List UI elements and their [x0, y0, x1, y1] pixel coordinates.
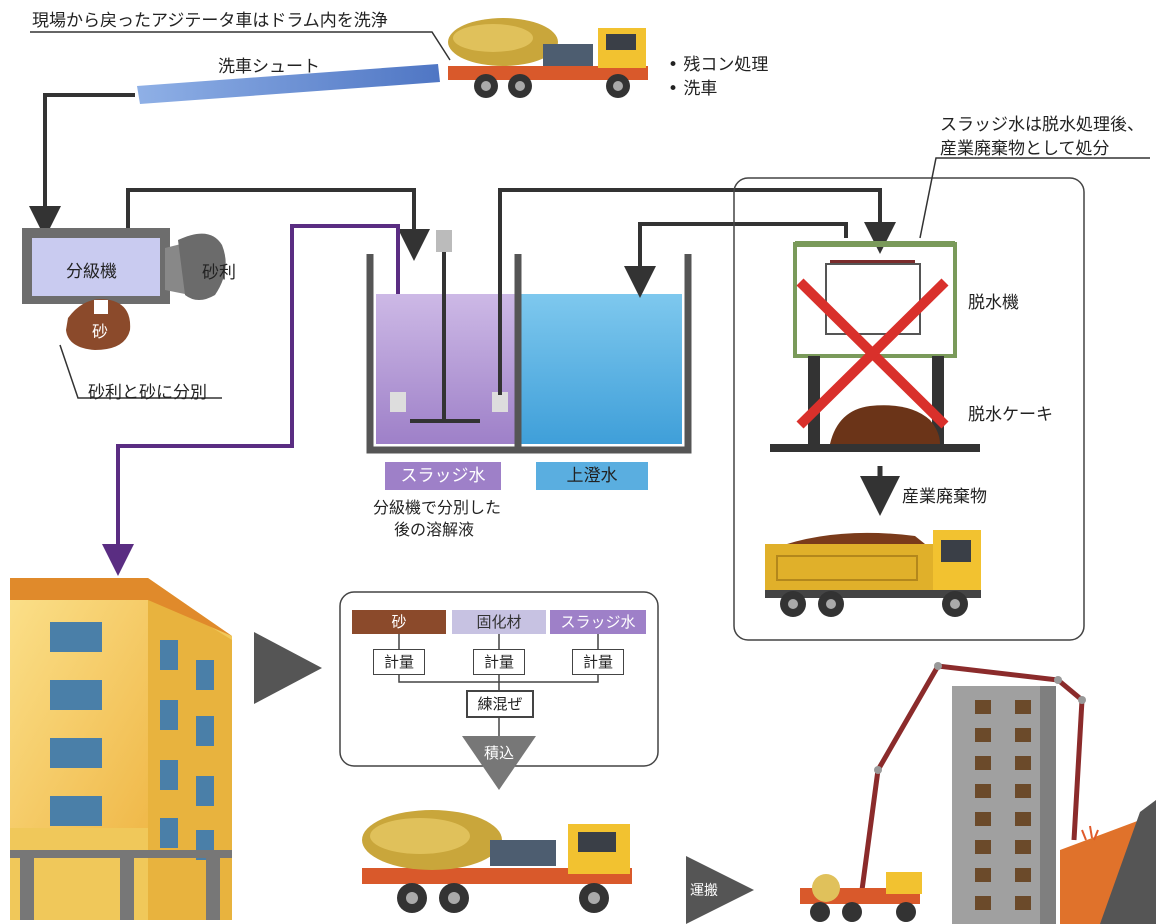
chute-label: 洗車シュート: [218, 57, 320, 77]
measure-box: 計量: [373, 649, 425, 675]
process-item: • 洗車: [668, 79, 718, 99]
mix-box: 練混ぜ: [466, 690, 534, 718]
process-item: • 残コン処理: [668, 55, 769, 75]
dehydrator-to-tank-arrow: [624, 222, 848, 298]
dehydrator-icon: [770, 241, 980, 452]
note-leader-line: [919, 157, 1150, 239]
dehydration-panel: [733, 177, 1085, 641]
measure-box: 計量: [473, 649, 525, 675]
mixer-truck-icon: [362, 810, 632, 913]
gravel-label: 砂利: [202, 263, 236, 283]
top-caption: 現場から戻ったアジテータ車はドラム内を洗浄: [32, 11, 388, 31]
load-triangle: [462, 736, 536, 790]
transport-label: 運搬: [690, 883, 718, 899]
material-sand: 砂: [391, 613, 407, 631]
transport-triangle: [686, 856, 754, 924]
load-label: 積込: [484, 744, 515, 762]
measure-box: 計量: [572, 649, 624, 675]
caption-leader-line: [30, 31, 451, 61]
flow-triangle: [254, 632, 322, 704]
cake-label: 脱水ケーキ: [968, 405, 1053, 425]
material-sludge: スラッジ水: [560, 613, 636, 631]
building-icon: [10, 578, 232, 920]
sludge-pipe-to-building: [102, 224, 400, 576]
sludge-desc-line: 後の溶解液: [394, 520, 475, 539]
dehydrator-label: 脱水機: [968, 293, 1019, 313]
separation-label: 砂利と砂に分別: [88, 383, 207, 403]
separation-leader-line: [59, 344, 222, 399]
apartment-icon: [952, 686, 1156, 924]
chute-to-classifier-arrow: [29, 93, 135, 238]
pump-truck-icon: [800, 662, 1086, 922]
supernatant-tag: 上澄水: [536, 462, 648, 490]
wash-chute: [137, 64, 440, 104]
classifier-label: 分級機: [66, 262, 117, 282]
sludge-desc-line: 分級機で分別した: [373, 498, 502, 517]
sludge-note-line: スラッジ水は脱水処理後、: [940, 115, 1144, 135]
industrial-waste-label: 産業廃棄物: [902, 487, 987, 507]
classifier-icon: [22, 228, 226, 350]
mixer-truck-icon: [448, 18, 648, 98]
sludge-note-line: 産業廃棄物として処分: [940, 139, 1110, 159]
sand-label: 砂: [92, 322, 109, 341]
sludge-tag: スラッジ水: [385, 462, 501, 490]
dump-truck-icon: [765, 530, 981, 617]
material-hardener: 固化材: [476, 613, 522, 631]
settling-tank: [366, 230, 692, 454]
measure-connector: [398, 634, 599, 690]
tank-to-dehydrator-arrow: [498, 188, 896, 395]
classifier-to-tank-arrow: [126, 188, 430, 261]
